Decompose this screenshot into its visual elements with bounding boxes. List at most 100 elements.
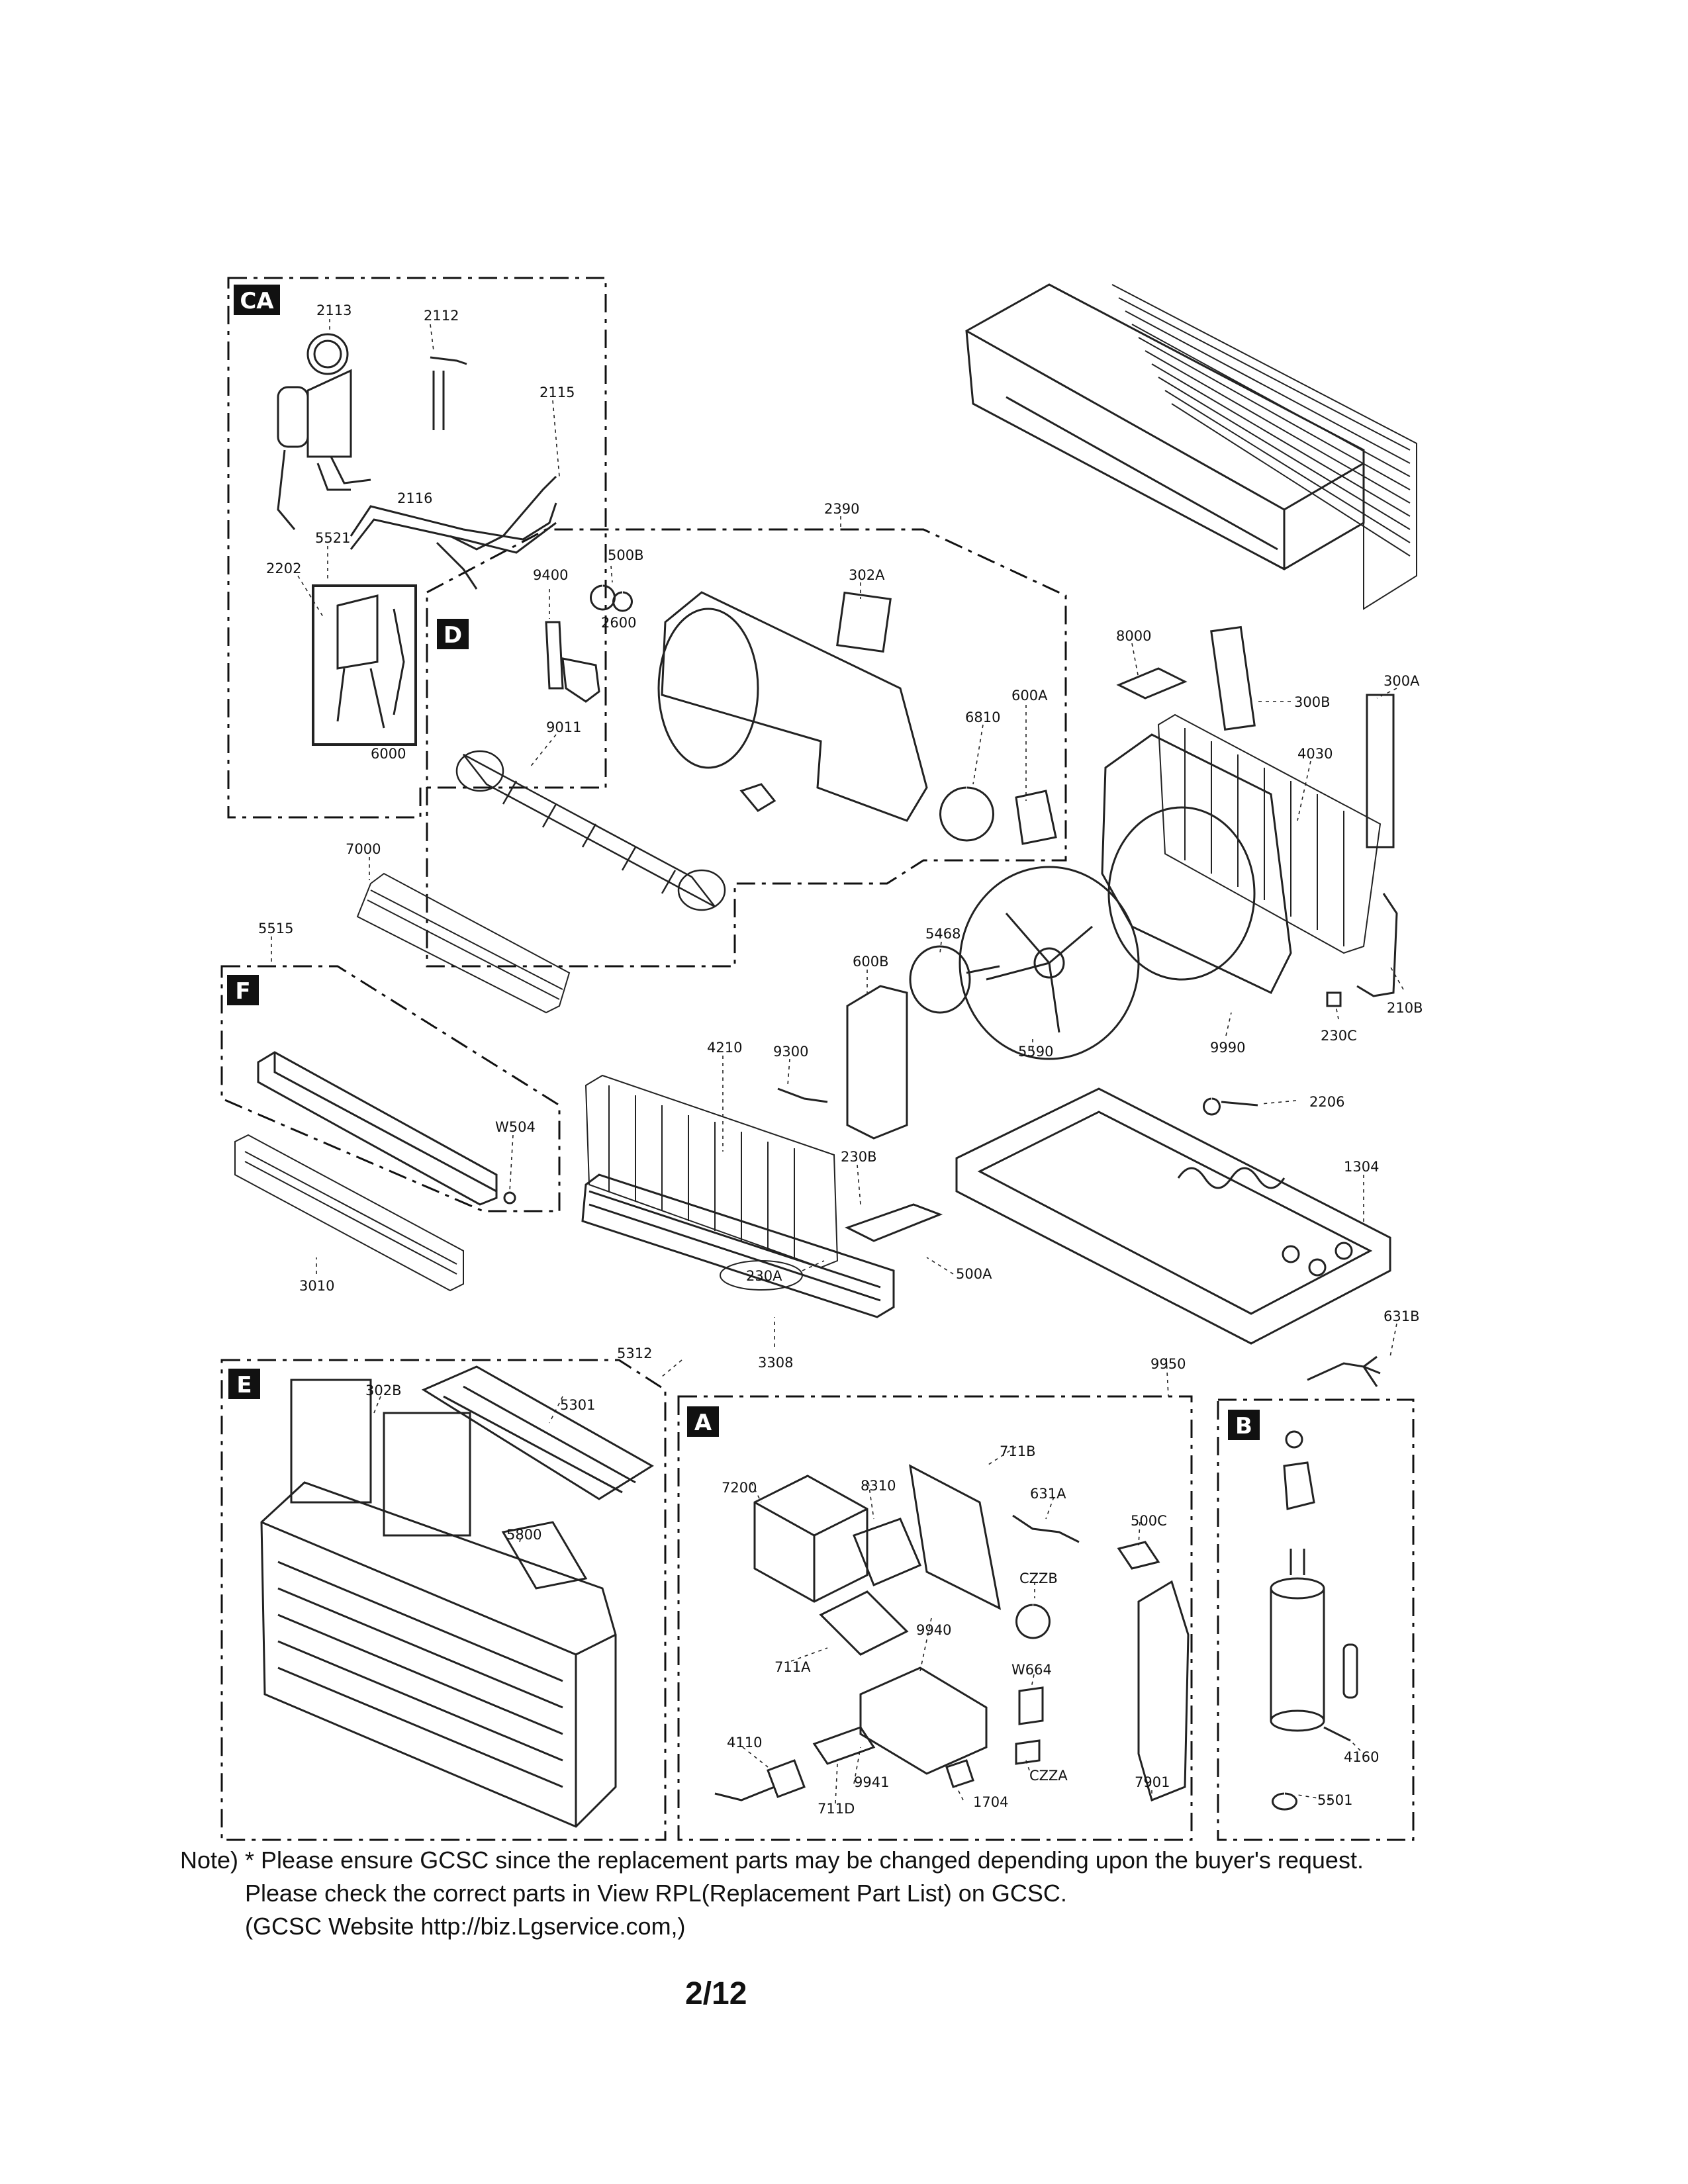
bearing-500b-drawing [590, 584, 633, 612]
grommet-5501-drawing [1272, 1792, 1297, 1811]
label-5521: 5521 [315, 530, 350, 546]
label-5301: 5301 [560, 1397, 595, 1413]
part-number-labels: 2113 2112 2115 2116 5521 2202 6000 2390 … [258, 302, 1423, 1817]
section-f: F [227, 975, 259, 1005]
label-2112: 2112 [424, 308, 459, 324]
section-e: E [228, 1369, 260, 1399]
section-e-boundary [220, 1359, 667, 1841]
relay-w664-drawing [1018, 1686, 1044, 1725]
section-b-boundary [1217, 1398, 1415, 1841]
label-500c: 500C [1131, 1513, 1167, 1529]
label-8000: 8000 [1116, 628, 1151, 644]
evaporator-4210-drawing [585, 1074, 839, 1269]
section-f-boundary [220, 965, 561, 1212]
bracket-500a-drawing [845, 1203, 943, 1242]
section-label-b: B [1235, 1413, 1252, 1439]
condenser-4030-drawing [1157, 713, 1382, 954]
label-2116: 2116 [397, 490, 432, 506]
harness-631a-drawing [1012, 1514, 1080, 1543]
terminal-4110-drawing [714, 1759, 806, 1801]
label-czza: CZZA [1029, 1768, 1068, 1784]
pipe-2112-drawing [430, 356, 467, 430]
section-label-f: F [235, 978, 250, 1005]
label-6000: 6000 [371, 746, 406, 762]
label-5312: 5312 [617, 1345, 652, 1361]
thermistor-2206-drawing [1203, 1097, 1258, 1116]
note-line-2: Please check the correct parts in View R… [245, 1880, 1067, 1907]
grille-302a-drawing [836, 591, 892, 653]
label-711b: 711B [1000, 1443, 1036, 1459]
label-5501: 5501 [1317, 1792, 1352, 1808]
label-9940: 9940 [916, 1622, 951, 1638]
page-number: 2/12 [685, 1976, 747, 2011]
label-230c: 230C [1321, 1028, 1357, 1044]
section-a-boundary [677, 1395, 1193, 1841]
label-2113: 2113 [316, 302, 352, 318]
tube-210b-drawing [1356, 893, 1398, 997]
label-302a: 302A [849, 567, 885, 583]
label-w664: W664 [1011, 1662, 1052, 1678]
filter-frame-w504-drawing [257, 1051, 516, 1206]
label-2206: 2206 [1309, 1094, 1344, 1110]
capacitor-czza-drawing [1015, 1739, 1041, 1765]
label-302b: 302B [365, 1383, 402, 1398]
label-500a: 500A [956, 1266, 992, 1282]
label-230b: 230B [841, 1149, 877, 1165]
motor-bracket-600b-drawing [846, 985, 908, 1140]
label-3308: 3308 [758, 1355, 793, 1371]
front-cover-drawing [260, 1481, 617, 1828]
blower-housing-drawing [661, 591, 928, 822]
pcb-711d-drawing [812, 1726, 876, 1765]
accumulator-drawing [277, 333, 371, 530]
cross-flow-fan-9011-drawing [455, 750, 726, 911]
label-3010: 3010 [299, 1278, 334, 1294]
sub-box-5521 [312, 584, 417, 746]
label-631b: 631B [1383, 1308, 1420, 1324]
leader-lines [271, 319, 1404, 1804]
rear-grille-drawing [1111, 284, 1417, 610]
pipe-2116-drawing [436, 475, 557, 590]
front-grille-5301-drawing [421, 1365, 654, 1500]
label-9300: 9300 [773, 1044, 808, 1060]
tube-4160-drawing [1323, 1726, 1351, 1742]
section-label-d: D [444, 622, 462, 649]
label-300a: 300A [1383, 673, 1420, 689]
label-600b: 600B [853, 954, 889, 970]
label-5800: 5800 [506, 1527, 541, 1543]
section-ca-boundary [227, 277, 607, 819]
label-631a: 631A [1030, 1486, 1066, 1502]
control-box-7200-drawing [753, 1475, 868, 1603]
label-2202: 2202 [266, 561, 301, 576]
section-d: D [437, 619, 469, 649]
section-ca: CA [234, 285, 280, 315]
label-711d: 711D [818, 1801, 855, 1817]
section-d-boundary [426, 528, 1067, 968]
label-7901: 7901 [1135, 1774, 1170, 1790]
note-line-1: Note) * Please ensure GCSC since the rep… [180, 1846, 1364, 1874]
main-pcb-711b-drawing [909, 1464, 1002, 1610]
label-czzb: CZZB [1019, 1570, 1058, 1586]
bracket-7901-drawing [1137, 1580, 1190, 1802]
label-7200: 7200 [722, 1480, 757, 1496]
label-210b: 210B [1387, 1000, 1423, 1016]
label-2390: 2390 [824, 501, 859, 517]
label-4160: 4160 [1344, 1749, 1379, 1765]
fan-motor-6810-drawing [939, 786, 1057, 845]
fan-blade-5590-drawing [959, 866, 1140, 1060]
control-box-9940-drawing [859, 1666, 988, 1775]
section-label-a: A [694, 1410, 712, 1436]
label-4110: 4110 [727, 1735, 762, 1751]
filter-302b-right-drawing [383, 1412, 471, 1537]
label-6810: 6810 [965, 709, 1000, 725]
label-5590: 5590 [1018, 1044, 1053, 1060]
blower-wheel-drawing [657, 608, 759, 769]
valve-assembly-drawing [336, 594, 405, 729]
filter-302b-left-drawing [290, 1379, 372, 1504]
bracket-300a-drawing [1366, 694, 1395, 848]
label-300b: 300B [1294, 694, 1331, 710]
label-5515: 5515 [258, 921, 293, 936]
label-600a: 600A [1011, 688, 1048, 704]
transformer-1704-drawing [945, 1759, 974, 1788]
label-230a: 230A [746, 1268, 782, 1284]
